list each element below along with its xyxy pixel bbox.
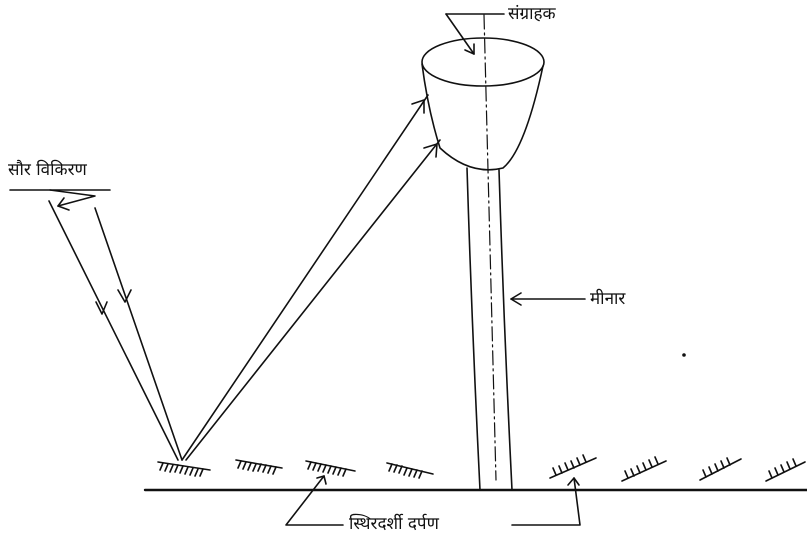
reflected-rays [181,94,441,461]
collector-leader [445,13,505,55]
collector-label: संग्राहक [508,4,556,24]
tower-leader [510,292,586,306]
tower [466,167,513,491]
heliostat-mirrors [157,454,806,482]
heliostat-mirrors-label: स्थिरदर्शी दर्पण [349,514,439,534]
stray-dot [682,353,686,357]
collector-cup [421,37,545,171]
center-axis [483,14,497,481]
radiation-leader [9,189,111,211]
incoming-rays [48,200,183,461]
solar-radiation-label: सौर विकिरण [8,160,87,180]
tower-label: मीनार [590,289,626,309]
mirror-leaders [285,475,581,526]
